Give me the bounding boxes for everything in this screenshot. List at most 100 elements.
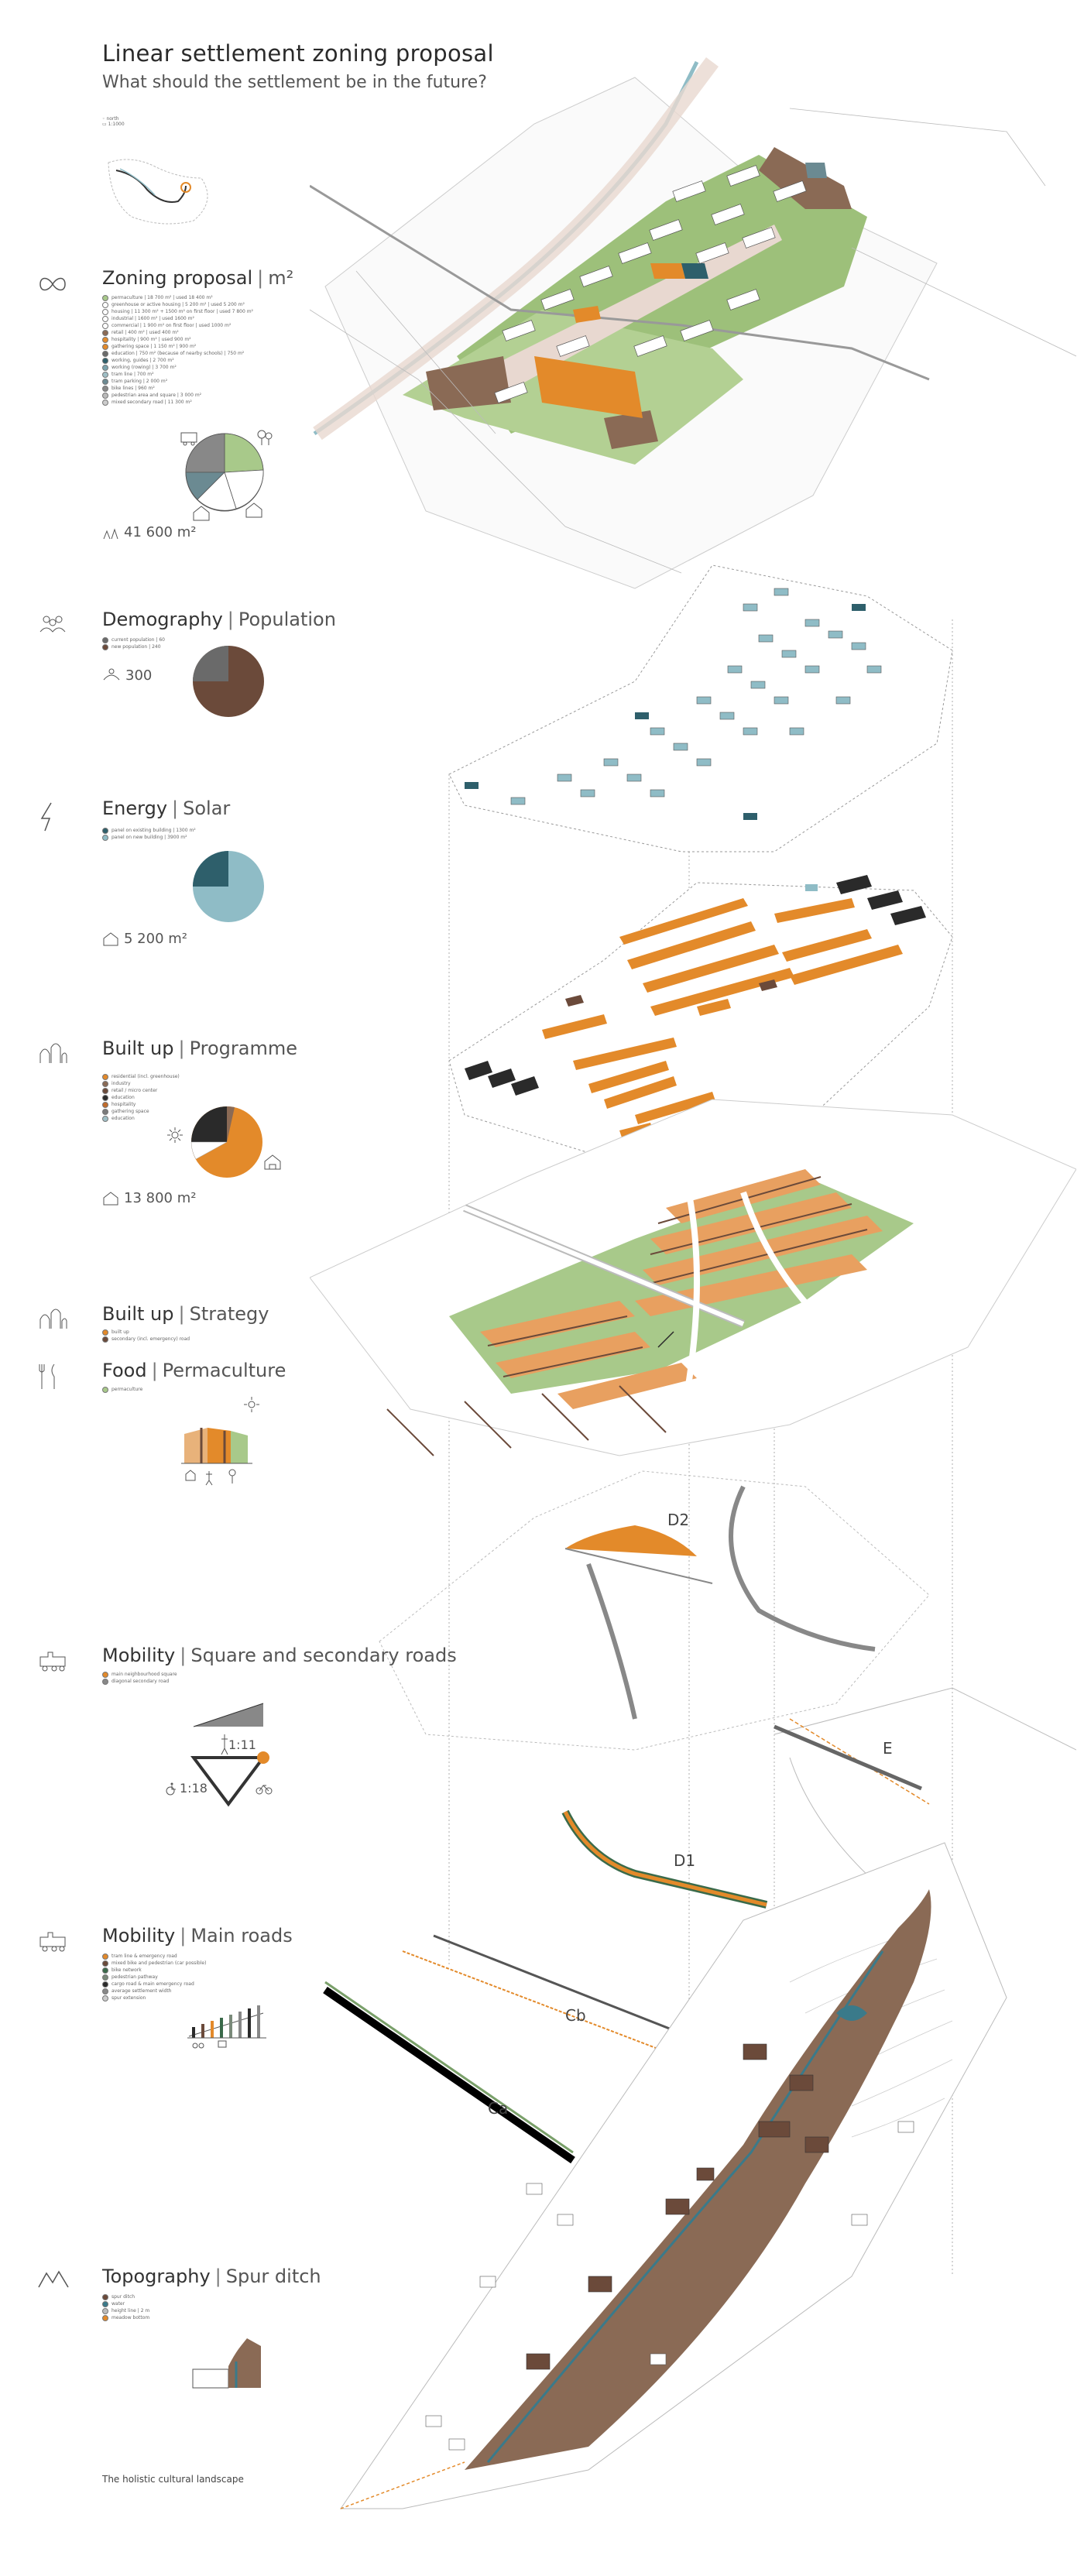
legend-item: water bbox=[102, 2300, 149, 2307]
legend-label: height line | 2 m bbox=[111, 2308, 150, 2314]
section-topography-title: Topography|Spur ditch bbox=[102, 2266, 321, 2287]
mountain-icon bbox=[38, 2270, 69, 2288]
tram-icon bbox=[180, 432, 197, 446]
legend-swatch bbox=[102, 1094, 108, 1101]
legend-item: pedestrian pathway bbox=[102, 1974, 206, 1981]
legend-label: tram line & emergency road bbox=[111, 1953, 177, 1959]
buildings-icon bbox=[39, 1043, 67, 1063]
legend-label: education | 750 m² (because of nearby sc… bbox=[111, 351, 245, 356]
legend-label: secondary (incl. emergency) road bbox=[111, 1336, 190, 1342]
page-title: Linear settlement zoning proposal bbox=[102, 40, 494, 67]
map-legend-scale: ▭ 1:1000 bbox=[102, 122, 125, 127]
label-cb: Cb bbox=[565, 2006, 586, 2025]
layer-strategy bbox=[310, 1099, 1076, 1456]
layer-zoning-plan bbox=[310, 57, 1076, 589]
legend-swatch bbox=[102, 1671, 108, 1678]
tree-small-icon bbox=[228, 1469, 236, 1477]
legend-label: gathering space | 1 150 m² | 900 m² bbox=[111, 344, 197, 349]
legend-swatch bbox=[102, 1386, 108, 1393]
legend-item: hospitality | 900 m² | used 900 m² bbox=[102, 336, 253, 343]
school-icon bbox=[264, 1154, 281, 1170]
pedestrian-icon bbox=[221, 1734, 228, 1755]
train-icon-2 bbox=[39, 1932, 66, 1952]
population-icon bbox=[103, 668, 120, 681]
legend-item: meadow bottom bbox=[102, 2314, 149, 2321]
legend-swatch bbox=[102, 1087, 108, 1094]
legend-swatch bbox=[102, 350, 108, 357]
legend-swatch bbox=[102, 643, 108, 650]
legend-swatch bbox=[102, 827, 108, 834]
legend-item: permaculture | 18 700 m² | used 18 400 m… bbox=[102, 294, 253, 301]
legend-swatch bbox=[102, 1974, 108, 1981]
map-legend: ◦ north ▭ 1:1000 bbox=[102, 116, 125, 127]
legend-item: spur ditch bbox=[102, 2293, 149, 2300]
legend-item: greenhouse or active housing | 5 200 m² … bbox=[102, 301, 253, 308]
person-icon bbox=[205, 1471, 213, 1486]
legend-label: permaculture bbox=[111, 1387, 143, 1392]
legend-swatch bbox=[102, 1080, 108, 1087]
legend-label: current population | 60 bbox=[111, 637, 165, 643]
legend-swatch bbox=[102, 294, 108, 301]
people-icon bbox=[39, 616, 66, 633]
sun-icon bbox=[167, 1127, 183, 1143]
legend-item: tram line & emergency road bbox=[102, 1953, 206, 1960]
legend-label: retail / micro center bbox=[111, 1088, 158, 1093]
programme-pie-chart bbox=[190, 1106, 262, 1178]
legend-label: tram parking | 2 000 m² bbox=[111, 379, 168, 384]
layer-topography bbox=[340, 1842, 1007, 2509]
section-strategy-title: Built up|Strategy bbox=[102, 1303, 269, 1325]
legend-swatch bbox=[102, 636, 108, 643]
legend-swatch bbox=[102, 2293, 108, 2300]
legend-swatch bbox=[102, 357, 108, 364]
legend-swatch bbox=[102, 364, 108, 371]
legend-item: commercial | 1 900 m² on first floor | u… bbox=[102, 322, 253, 329]
legend-swatch bbox=[102, 322, 108, 329]
bicycle-small-icon bbox=[192, 2043, 198, 2049]
food-legend: permaculture bbox=[102, 1386, 142, 1393]
legend-item: working, guides | 2 700 m² bbox=[102, 357, 253, 364]
legend-swatch bbox=[102, 392, 108, 399]
permaculture-illustration bbox=[181, 1397, 259, 1486]
layer-main-roads: D1 Cb Ca bbox=[323, 1809, 768, 2164]
legend-item: gathering space bbox=[102, 1108, 180, 1115]
ratio-triangle-diagram bbox=[190, 1703, 269, 1807]
legend-label: panel on existing building | 1300 m² bbox=[111, 828, 196, 833]
layer-road-e: E bbox=[774, 1687, 1076, 1890]
legend-label: mixed secondary road | 11 300 m² bbox=[111, 400, 192, 405]
legend-swatch bbox=[102, 1967, 108, 1974]
section-mobility-main-title: Mobility|Main roads bbox=[102, 1925, 293, 1947]
legend-label: gathering space bbox=[111, 1109, 149, 1114]
legend-label: housing | 11 300 m² + 1500 m² on first f… bbox=[111, 309, 253, 314]
zoning-pie-chart bbox=[185, 433, 264, 512]
legend-item: industry bbox=[102, 1080, 180, 1087]
legend-item: bike lines | 960 m² bbox=[102, 385, 253, 392]
legend-label: industry bbox=[111, 1081, 131, 1086]
legend-swatch bbox=[102, 1329, 108, 1336]
legend-label: tram line | 700 m² bbox=[111, 372, 154, 377]
legend-item: current population | 60 bbox=[102, 636, 165, 643]
legend-swatch bbox=[102, 329, 108, 336]
legend-item: residential (incl. greenhouse) bbox=[102, 1073, 180, 1080]
legend-item: bike network bbox=[102, 1967, 206, 1974]
legend-label: hospitality bbox=[111, 1102, 136, 1107]
legend-item: retail / micro center bbox=[102, 1087, 180, 1094]
location-pin-icon bbox=[180, 182, 191, 193]
section-food-title: Food|Permaculture bbox=[102, 1360, 286, 1381]
legend-swatch bbox=[102, 1981, 108, 1988]
legend-swatch bbox=[102, 1115, 108, 1122]
legend-label: pedestrian pathway bbox=[111, 1974, 158, 1980]
layer-solar bbox=[448, 564, 953, 852]
legend-label: average settlement width bbox=[111, 1988, 172, 1994]
train-icon bbox=[39, 1652, 66, 1672]
legend-label: built up bbox=[111, 1329, 129, 1335]
legend-label: residential (incl. greenhouse) bbox=[111, 1074, 180, 1079]
legend-item: industrial | 1600 m² | used 1600 m² bbox=[102, 315, 253, 322]
legend-swatch bbox=[102, 1953, 108, 1960]
legend-swatch bbox=[102, 1108, 108, 1115]
house-icon-2 bbox=[245, 503, 262, 518]
road-section-diagram bbox=[187, 2005, 266, 2049]
